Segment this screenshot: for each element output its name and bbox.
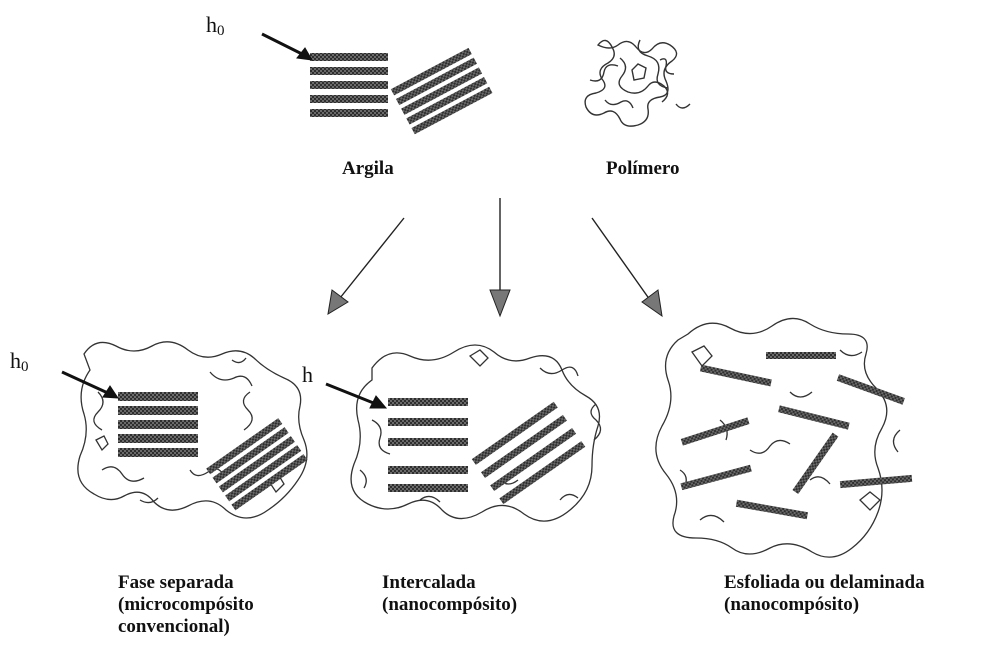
spacing-arrow-top (262, 34, 312, 60)
intercalated-clay-stack-parallel (388, 398, 468, 492)
label-polimero: Polímero (606, 158, 680, 180)
label-fase-separada: Fase separada (microcompósito convencion… (118, 572, 254, 638)
label-esfoliada-line1: Esfoliada ou delaminada (724, 572, 925, 594)
label-fase-separada-line1: Fase separada (118, 572, 254, 594)
separated-clay-stack-tilted (206, 418, 307, 510)
label-fase-separada-line2: (microcompósito (118, 594, 254, 616)
arrow-to-separated (328, 218, 404, 314)
arrow-to-intercalated (490, 198, 510, 316)
intercalated-clay-stack-tilted (472, 402, 585, 504)
spacing-marker-separated: h0 (10, 348, 29, 376)
polymer-coil (585, 40, 690, 126)
label-fase-separada-line3: convencional) (118, 616, 254, 638)
clay-stack-parallel (310, 53, 388, 117)
exfoliated-platelets (680, 352, 912, 519)
label-intercalada-line1: Intercalada (382, 572, 517, 594)
label-esfoliada-line2: (nanocompósito) (724, 594, 925, 616)
arrow-to-exfoliated (592, 218, 662, 316)
spacing-arrow-separated (62, 372, 118, 398)
intercalated-polymer-matrix (351, 345, 600, 521)
label-intercalada-line2: (nanocompósito) (382, 594, 517, 616)
label-esfoliada: Esfoliada ou delaminada (nanocompósito) (724, 572, 925, 616)
spacing-arrow-intercalated (326, 384, 386, 408)
separated-clay-stack-parallel (118, 392, 198, 457)
spacing-marker-top: h0 (206, 12, 225, 40)
label-intercalada: Intercalada (nanocompósito) (382, 572, 517, 616)
label-argila: Argila (342, 158, 394, 180)
clay-stack-tilted (391, 48, 493, 134)
spacing-marker-intercalated: h (302, 362, 313, 390)
